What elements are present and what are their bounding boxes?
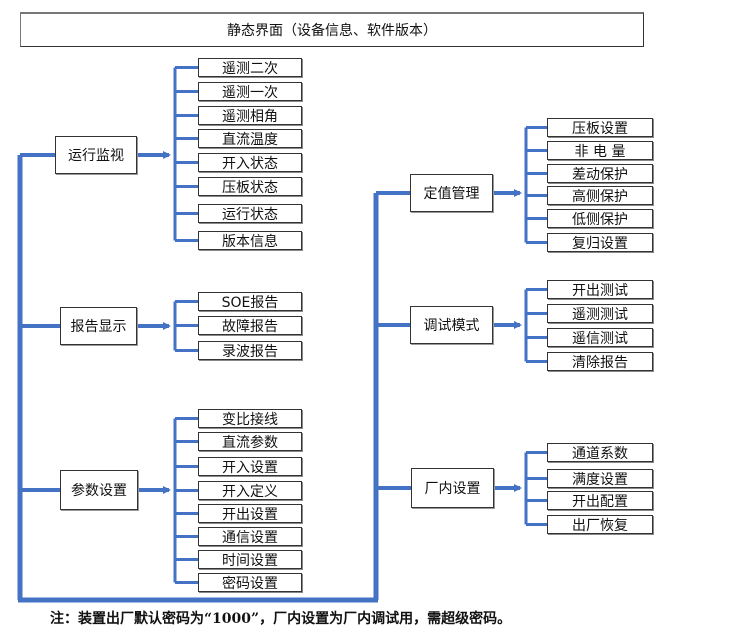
menu-item-right_groups-0-1[interactable]: 非 电 量: [547, 141, 653, 160]
menu-item-right_groups-0-3[interactable]: 高侧保护: [547, 186, 653, 205]
menu-item-left_groups-2-0[interactable]: 变比接线: [198, 409, 302, 428]
menu-item-left_groups-0-4[interactable]: 开入状态: [198, 153, 302, 172]
category-left_groups-0[interactable]: 运行监视: [55, 136, 137, 174]
menu-item-left_groups-0-3[interactable]: 直流温度: [198, 129, 302, 148]
menu-item-left_groups-2-7[interactable]: 密码设置: [198, 573, 302, 592]
menu-item-left_groups-0-0[interactable]: 遥测二次: [198, 58, 302, 77]
page-title: 静态界面（设备信息、软件版本）: [20, 12, 644, 47]
category-right_groups-1[interactable]: 调试模式: [410, 306, 493, 344]
menu-item-right_groups-2-3[interactable]: 出厂恢复: [547, 515, 653, 534]
menu-item-right_groups-1-2[interactable]: 遥信测试: [547, 328, 653, 347]
menu-item-right_groups-0-0[interactable]: 压板设置: [547, 118, 653, 137]
menu-item-right_groups-1-1[interactable]: 遥测测试: [547, 304, 653, 323]
menu-item-left_groups-1-2[interactable]: 录波报告: [198, 341, 302, 360]
menu-item-left_groups-1-1[interactable]: 故障报告: [198, 316, 302, 335]
category-left_groups-2[interactable]: 参数设置: [60, 470, 138, 510]
menu-item-left_groups-2-2[interactable]: 开入设置: [198, 457, 302, 476]
footnote: 注：装置出厂默认密码为“1000”，厂内设置为厂内调试用，需超级密码。: [50, 611, 512, 627]
menu-item-right_groups-2-2[interactable]: 开出配置: [547, 491, 653, 510]
menu-item-left_groups-2-3[interactable]: 开入定义: [198, 481, 302, 500]
menu-item-left_groups-0-2[interactable]: 遥测相角: [198, 106, 302, 125]
category-left_groups-1[interactable]: 报告显示: [60, 307, 137, 345]
menu-item-left_groups-2-1[interactable]: 直流参数: [198, 432, 302, 451]
category-right_groups-2[interactable]: 厂内设置: [411, 468, 494, 508]
menu-item-right_groups-0-4[interactable]: 低侧保护: [547, 209, 653, 228]
menu-item-left_groups-2-4[interactable]: 开出设置: [198, 504, 302, 523]
menu-item-right_groups-2-0[interactable]: 通道系数: [547, 443, 653, 462]
menu-item-right_groups-2-1[interactable]: 满度设置: [547, 469, 653, 488]
menu-item-left_groups-0-1[interactable]: 遥测一次: [198, 82, 302, 101]
category-right_groups-0[interactable]: 定值管理: [410, 174, 493, 212]
menu-item-left_groups-2-5[interactable]: 通信设置: [198, 527, 302, 546]
menu-item-right_groups-0-5[interactable]: 复归设置: [547, 233, 653, 252]
menu-item-left_groups-0-6[interactable]: 运行状态: [198, 204, 302, 223]
menu-item-right_groups-1-0[interactable]: 开出测试: [547, 280, 653, 299]
menu-item-right_groups-1-3[interactable]: 清除报告: [547, 352, 653, 371]
menu-item-right_groups-0-2[interactable]: 差动保护: [547, 164, 653, 183]
menu-item-left_groups-0-5[interactable]: 压板状态: [198, 177, 302, 196]
menu-item-left_groups-1-0[interactable]: SOE报告: [198, 292, 302, 311]
menu-item-left_groups-0-7[interactable]: 版本信息: [198, 231, 302, 250]
menu-item-left_groups-2-6[interactable]: 时间设置: [198, 550, 302, 569]
